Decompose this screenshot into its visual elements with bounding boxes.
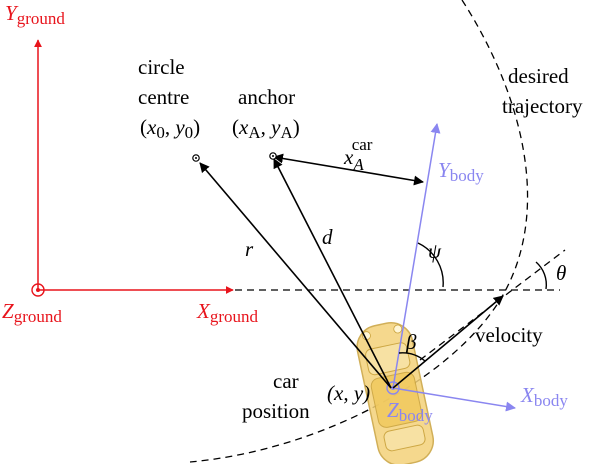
circle-centre-label-line2: centre <box>138 85 189 109</box>
theta-angle-arc <box>535 261 548 290</box>
psi-angle-arc <box>417 242 444 288</box>
r-vector <box>199 162 392 389</box>
ground-z-axis-dot <box>36 288 40 292</box>
car-position-label-line1: car <box>273 369 299 393</box>
car-position-coords: (x, y) <box>327 381 370 405</box>
body-z-axis-symbol <box>386 381 400 395</box>
d-vector-label: d <box>322 225 333 249</box>
trajectory-label-line2: trajectory <box>502 94 583 118</box>
circle-centre-label-line1: circle <box>138 55 185 79</box>
beta-angle-arc <box>398 352 426 362</box>
beta-label: β <box>405 330 417 354</box>
r-vector-label: r <box>245 237 254 261</box>
tangent-line <box>419 249 566 361</box>
body-x-axis <box>392 387 516 412</box>
circle-centre-coords: (x0, y0) <box>140 115 200 142</box>
anchor-distance-label: xAcar <box>343 135 373 174</box>
psi-label: ψ <box>428 239 442 263</box>
velocity-vector <box>392 295 504 389</box>
anchor-coords: (xA, yA) <box>232 115 300 142</box>
body-z-label: Zbody <box>387 398 433 425</box>
anchor-label: anchor <box>238 85 295 109</box>
circle-centre-point-dot <box>195 157 197 159</box>
velocity-label: velocity <box>475 323 543 347</box>
ground-x-label: Xground <box>196 299 258 326</box>
body-y-label: Ybody <box>438 158 484 185</box>
body-x-label: Xbody <box>520 383 568 410</box>
anchor-distance-arrow <box>273 153 424 186</box>
theta-label: θ <box>556 261 566 285</box>
trajectory-label-line1: desired <box>508 64 569 88</box>
ground-y-label: Yground <box>5 1 65 28</box>
car-position-label-line2: position <box>242 399 310 423</box>
ground-z-axis-symbol <box>31 283 45 297</box>
ground-z-label: Zground <box>2 299 62 326</box>
anchor-point-dot <box>272 155 274 157</box>
body-y-axis <box>392 123 441 389</box>
d-vector <box>273 158 392 389</box>
